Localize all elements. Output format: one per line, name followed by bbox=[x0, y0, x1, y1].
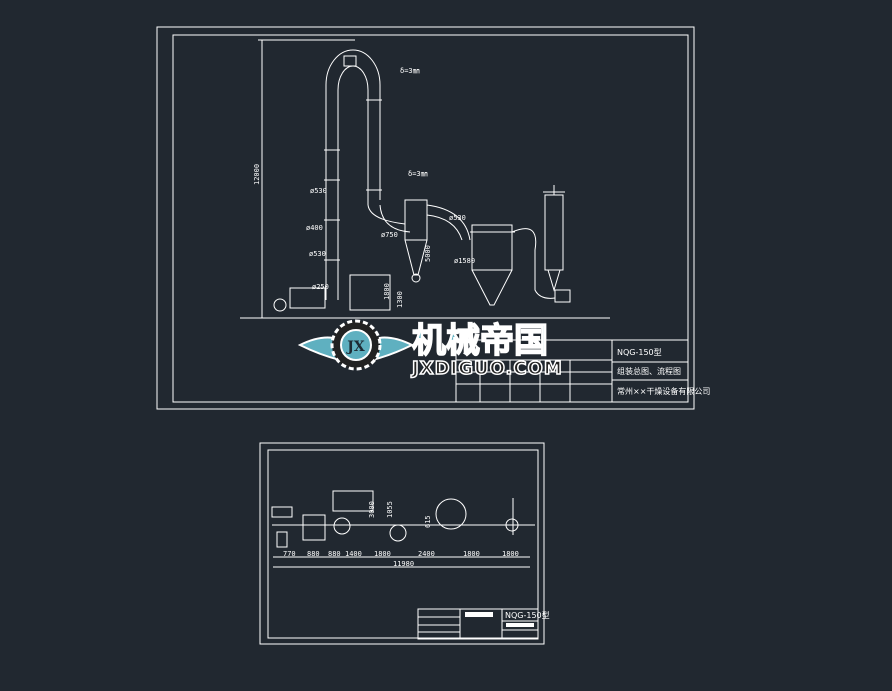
label-dia5: ø750 bbox=[381, 231, 398, 239]
label-dia3: ø530 bbox=[309, 250, 326, 258]
vdim-1: 3000 bbox=[368, 501, 376, 518]
dim-8: 1800 bbox=[502, 550, 519, 558]
dim-6: 2400 bbox=[418, 550, 435, 558]
label-heater-dim: 1800 bbox=[383, 283, 391, 300]
sheet2-outer-border bbox=[259, 442, 545, 645]
watermark-logo: JX 机械帝国 JXDIGUO.COM bbox=[297, 319, 563, 380]
vdim-2: 1055 bbox=[386, 501, 394, 518]
dim-5: 1800 bbox=[374, 550, 391, 558]
height-dim: 12000 bbox=[253, 164, 261, 185]
label-dia2: ø400 bbox=[306, 224, 323, 232]
watermark-cn: 机械帝国 bbox=[412, 321, 548, 361]
sheet1-title-block: NQG-150型 组装总图、流程图 常州××干燥设备有限公司 bbox=[455, 339, 710, 403]
company-label: 常州××干燥设备有限公司 bbox=[617, 386, 710, 396]
label-base-dim: 1300 bbox=[396, 291, 404, 308]
dim-3: 880 bbox=[328, 550, 341, 558]
sheet2-model-label: NQG-150型 bbox=[505, 611, 550, 620]
sheet2-title-block: NQG-150型 bbox=[417, 608, 550, 640]
dim-total: 11980 bbox=[393, 560, 414, 568]
watermark-en: JXDIGUO.COM bbox=[410, 358, 563, 379]
dim-1: 770 bbox=[283, 550, 296, 558]
label-dia7: ø1580 bbox=[454, 257, 475, 265]
model-label: NQG-150型 bbox=[617, 348, 662, 357]
dim-2: 880 bbox=[307, 550, 320, 558]
vdim-3: 615 bbox=[424, 515, 432, 528]
label-cyclone-dim: 5000 bbox=[424, 245, 432, 262]
sheet-1: 12000 δ=3㎜ δ=3㎜ ø530 ø400 ø530 ø250 ø750… bbox=[156, 26, 710, 410]
watermark-badge: JX bbox=[345, 339, 365, 355]
subtitle-label: 组装总图、流程图 bbox=[617, 366, 681, 376]
sheet1-inner-border bbox=[172, 34, 689, 403]
label-thickness-top: δ=3㎜ bbox=[400, 67, 420, 75]
label-dia1: ø530 bbox=[310, 187, 327, 195]
sheet1-outer-border bbox=[156, 26, 695, 410]
sheet2-inner-border bbox=[267, 449, 539, 639]
dim-7: 1800 bbox=[463, 550, 480, 558]
sheet-2: 770 880 880 1400 1800 2400 1800 1800 119… bbox=[259, 442, 550, 645]
label-thickness-mid: δ=3㎜ bbox=[408, 170, 428, 178]
dim-4: 1400 bbox=[345, 550, 362, 558]
label-dia6: ø530 bbox=[449, 214, 466, 222]
label-dia4: ø250 bbox=[312, 283, 329, 291]
